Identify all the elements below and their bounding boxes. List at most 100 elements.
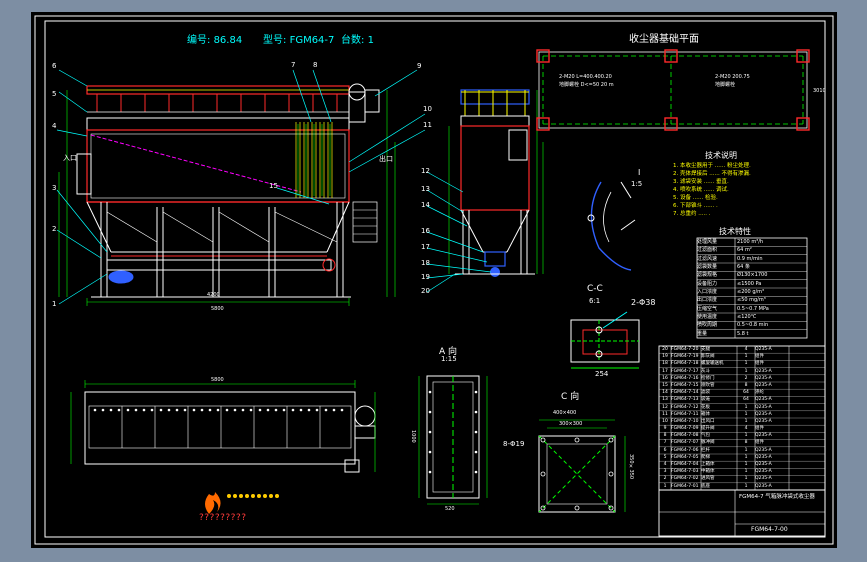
section-cc [570,311,640,369]
part-name: 栏杆 [701,447,710,453]
part-qty: 64 [743,397,749,403]
tech-note-line: 3. 滤袋安装 ...... 垂直. [673,179,729,185]
count-label: 台数: [341,35,365,46]
part-no: 18 [662,361,668,367]
section-cc-dim: 254 [595,370,609,378]
balloon-10: 10 [423,105,432,113]
dim-lower-length: 4200 [207,292,220,298]
part-no: 13 [662,397,668,403]
tech-note-line: 1. 本收尘器用于 ...... 粉尘处理. [673,163,751,169]
view-c-dim-top: 400×400 [553,410,577,416]
inlet-label: 入口 [63,154,77,162]
dim-plan-length: 5800 [211,377,224,383]
part-name: 出风口 [701,418,715,424]
dim-total-length: 5800 [211,306,224,312]
part-material: Q235-A [755,404,772,410]
foundation-note-1: 地脚螺栓 D<=50 20 m [559,82,614,88]
part-qty: 64 [743,390,749,396]
part-name: 喷吹管 [701,382,715,388]
part-no: 6 [663,447,667,453]
part-qty: 1 [744,354,748,360]
part-code: FGM64-7-17 [671,368,699,374]
part-material: Q235-A [755,454,772,460]
spec-value: Ø130×1700 [737,272,768,279]
part-material: 涤纶 [755,390,764,396]
tech-note-line: 7. 总重约 ..... . [673,211,711,217]
part-name: 中箱体 [701,469,715,475]
part-qty: 1 [744,447,748,453]
logo-text: ????????? [199,513,247,523]
spec-key: 喷吹周期 [697,322,718,329]
section-i-scale: 1:5 [631,180,643,188]
part-code: FGM64-7-05 [671,454,699,460]
part-no: 12 [662,404,668,410]
header-count: 台数: 1 [341,31,374,46]
part-code: FGM64-7-08 [671,433,699,439]
view-c-side-dim: 350×350 [628,454,634,480]
tech-specs-title: 技术特性 [719,227,751,236]
spec-value: 64 条 [737,263,750,270]
part-material: Q235-A [755,375,772,381]
spec-key: 过滤面积 [697,247,718,254]
balloon-16: 16 [421,227,430,235]
drawing-canvas [34,15,834,545]
inner-frame [44,20,826,538]
spec-key: 过滤风速 [697,255,718,262]
balloon-5: 5 [52,90,57,98]
part-no: 11 [662,411,668,417]
part-no: 7 [663,440,667,446]
spec-row: 使用温度≤120℃ [697,313,807,321]
part-code: FGM64-7-12 [671,404,699,410]
part-no: 19 [662,354,668,360]
spec-key: 压缩空气 [697,305,718,312]
part-material: Q235-A [755,476,772,482]
part-code: FGM64-7-19 [671,354,699,360]
balloon-11: 11 [423,121,432,129]
balloon-19: 19 [421,273,430,281]
part-no: 14 [662,390,668,396]
count-value: 1 [367,35,374,46]
part-no: 10 [662,418,668,424]
part-code: FGM64-7-03 [671,469,699,475]
spec-row: 入口浓度≤200 g/m³ [697,288,807,296]
part-name: 袋笼 [701,397,710,403]
balloon-8: 8 [313,61,318,69]
spec-row: 设备阻力≤1500 Pa [697,280,807,288]
balloon-17: 17 [421,243,430,251]
part-material: 组件 [755,354,764,360]
part-no: 16 [662,375,668,381]
part-name: 检修门 [701,375,715,381]
balloon-18: 18 [421,259,430,267]
foundation-note-2: 地脚螺栓 [715,82,736,88]
view-a [418,375,488,505]
part-material: 组件 [755,361,764,367]
spec-key: 入口浓度 [697,288,718,295]
part-material: Q235-A [755,433,772,439]
side-elevation [426,89,544,293]
header-model: 型号: FGM64-7 [263,31,334,46]
part-material: Q235-A [755,462,772,467]
part-material: Q235-A [755,447,772,453]
outer-frame [34,15,834,545]
part-code: FGM64-7-06 [671,447,699,453]
part-material: Q235-A [755,347,772,352]
part-code: FGM64-7-09 [671,426,699,432]
part-code: FGM64-7-14 [671,390,699,396]
view-a-title: A 向 [439,347,458,357]
spec-value: 2100 m³/h [737,239,764,245]
foundation-side-dim: 3010 [813,88,826,94]
part-no: 4 [663,462,667,467]
balloon-9: 9 [417,62,422,70]
part-code: FGM64-7-18 [671,361,699,367]
part-no: 3 [663,469,667,475]
